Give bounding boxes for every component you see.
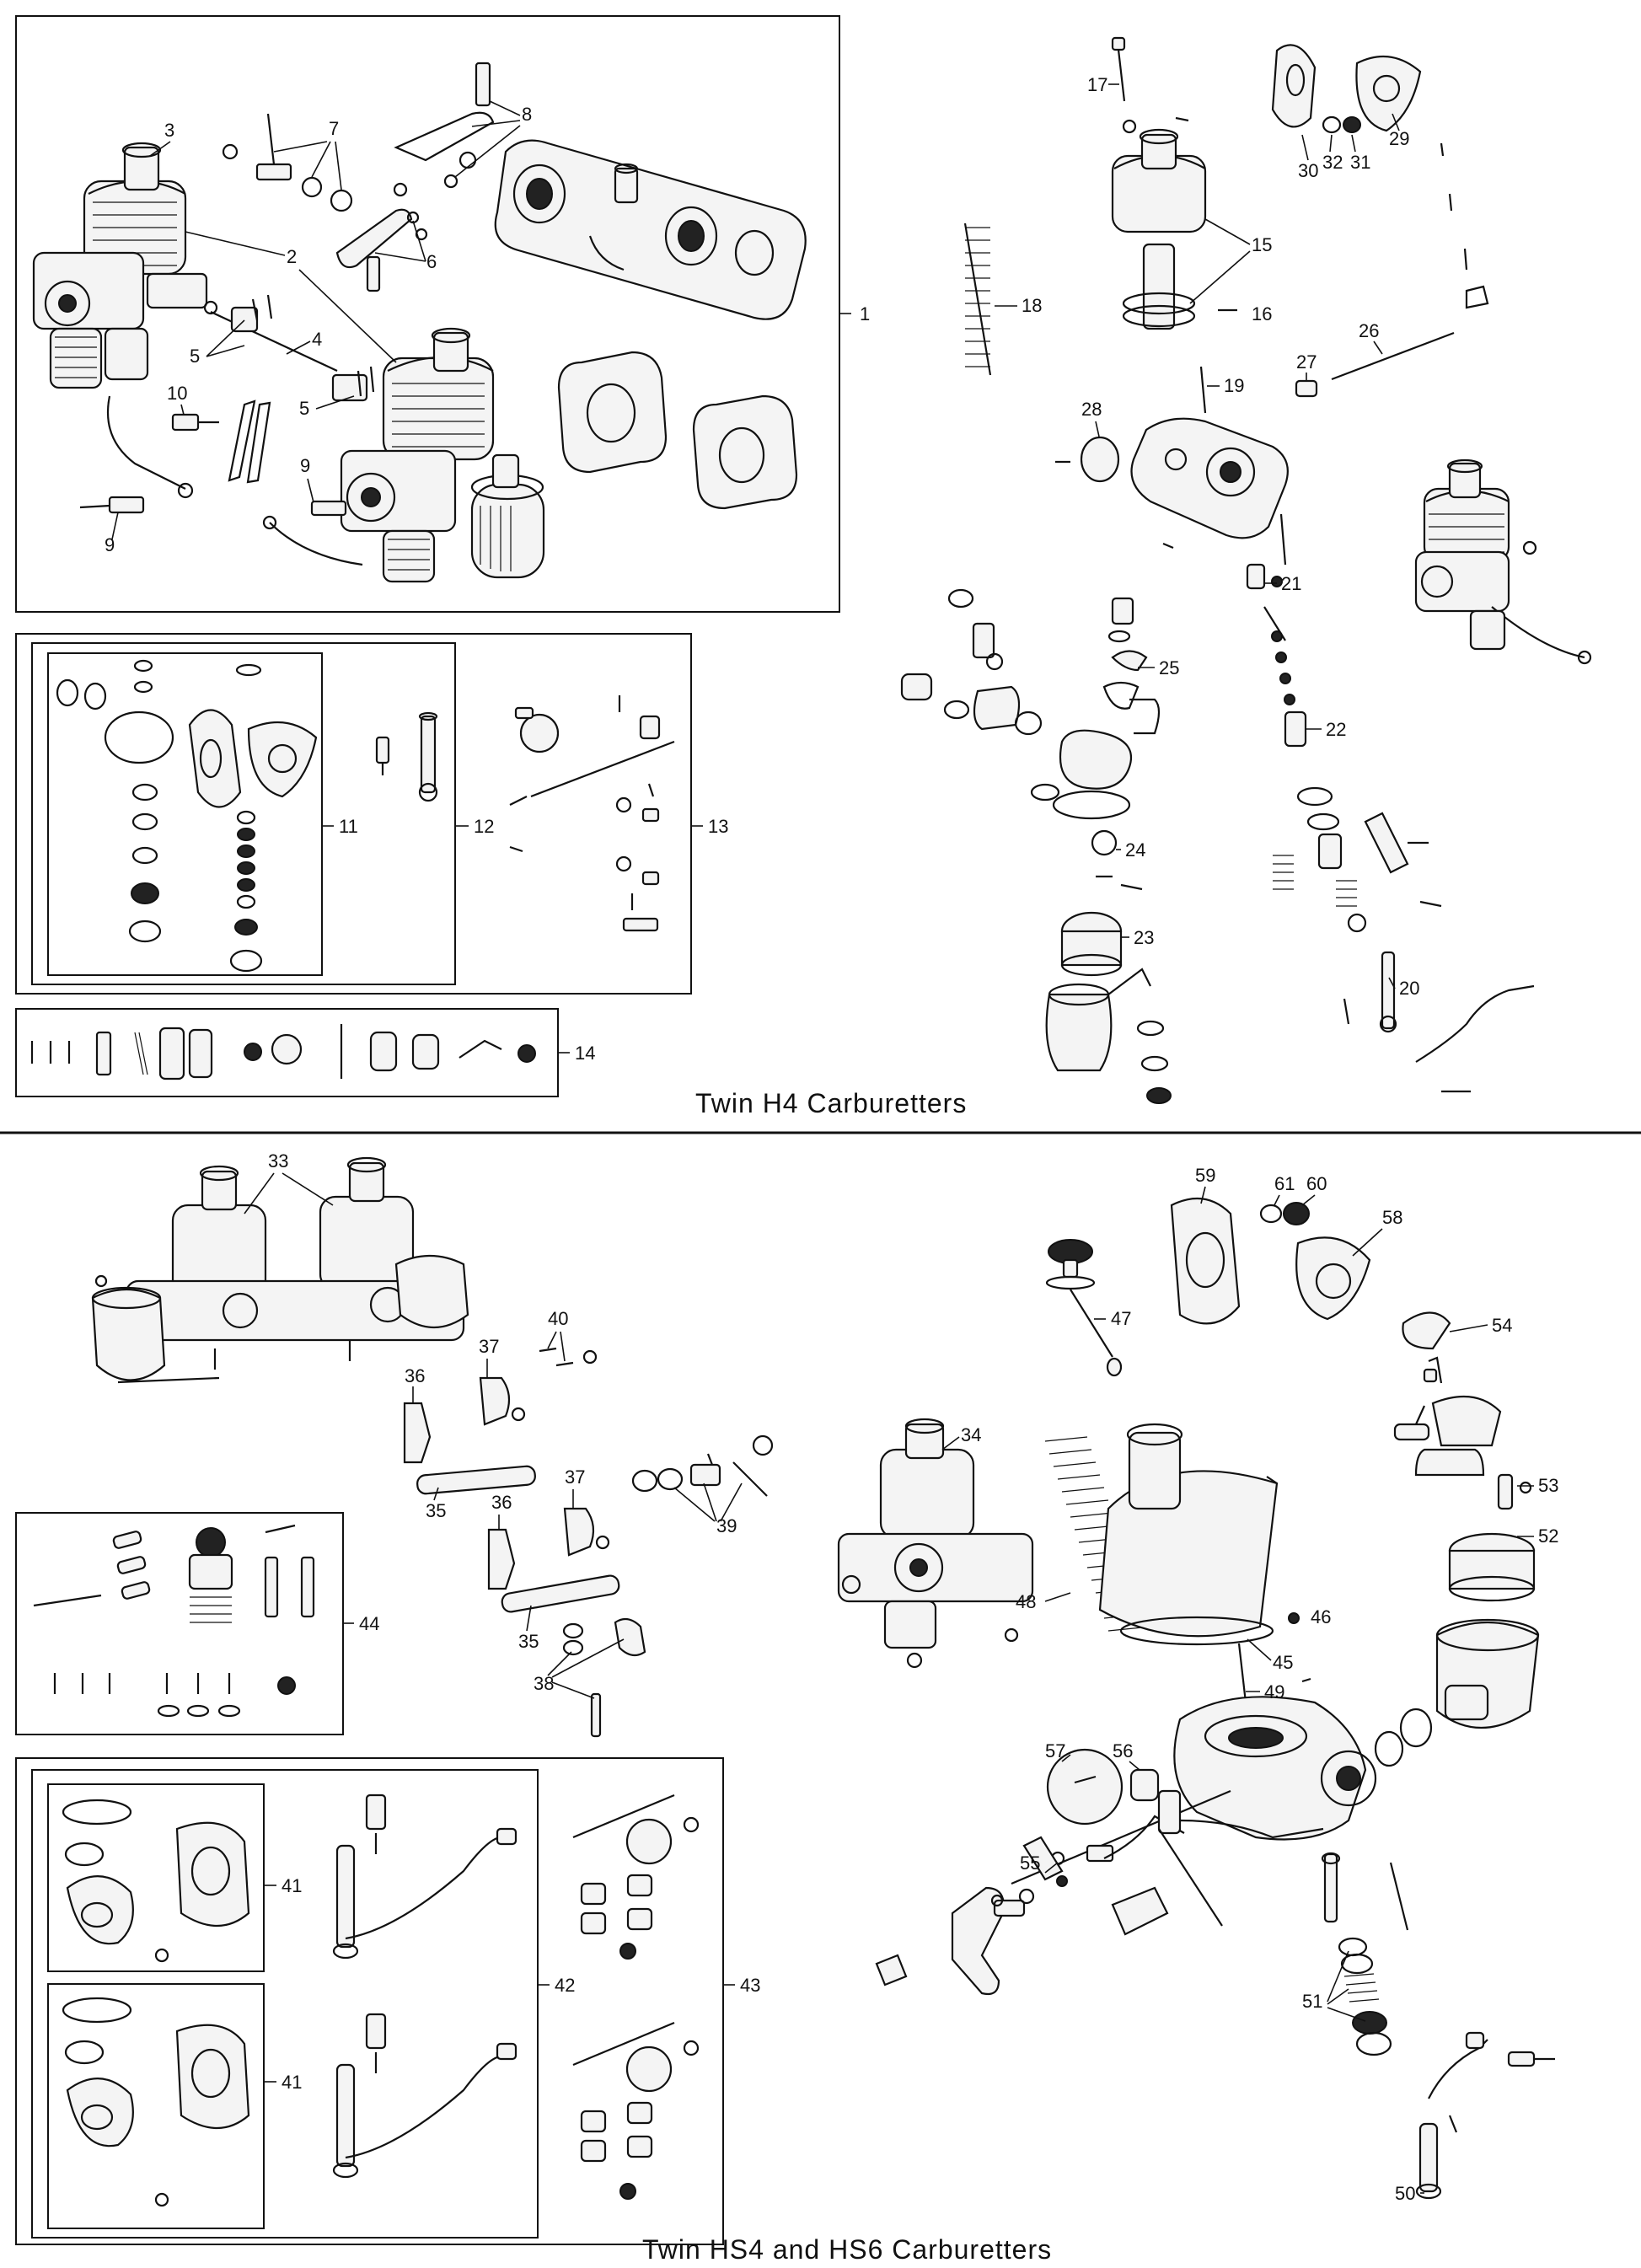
callout-9b: 9 bbox=[105, 534, 115, 555]
callout-5: 5 bbox=[190, 346, 200, 367]
callout-6: 6 bbox=[426, 251, 437, 272]
callout-3: 3 bbox=[164, 120, 174, 141]
callout-44: 44 bbox=[359, 1613, 379, 1634]
hs-carburettor-illustration bbox=[837, 1418, 1034, 1669]
callout-59: 59 bbox=[1195, 1165, 1215, 1186]
fixings-kit-14-illustration bbox=[30, 1024, 536, 1080]
callout-29: 29 bbox=[1389, 128, 1409, 149]
callout-9: 9 bbox=[300, 455, 310, 476]
callout-27: 27 bbox=[1296, 351, 1317, 373]
fixings-kit-44-illustration bbox=[33, 1524, 315, 1718]
callout-18: 18 bbox=[1022, 295, 1042, 316]
callout-17: 17 bbox=[1087, 74, 1107, 95]
callout-38: 38 bbox=[534, 1673, 554, 1694]
callout-37: 37 bbox=[479, 1336, 499, 1357]
twin-hs-carburettor-assembly-illustration bbox=[91, 1156, 469, 1384]
callout-20: 20 bbox=[1399, 978, 1419, 999]
title-twin-hs4-hs6: Twin HS4 and HS6 Carburetters bbox=[642, 2234, 1052, 2265]
callout-51: 51 bbox=[1302, 1991, 1322, 2012]
kit-box-41a bbox=[47, 1783, 265, 1972]
exploded-hs-carburettor-illustration bbox=[875, 1197, 1555, 2200]
callout-36b: 36 bbox=[491, 1492, 512, 1513]
callout-40: 40 bbox=[548, 1308, 568, 1329]
callout-35b: 35 bbox=[518, 1631, 539, 1652]
callout-56: 56 bbox=[1113, 1740, 1133, 1761]
callout-33: 33 bbox=[268, 1150, 288, 1172]
callout-11: 11 bbox=[339, 816, 358, 837]
callout-13: 13 bbox=[708, 816, 728, 837]
callout-43: 43 bbox=[740, 1975, 760, 1996]
linkage-parts-illustration bbox=[403, 1347, 774, 1738]
callout-50: 50 bbox=[1395, 2183, 1415, 2204]
callout-49: 49 bbox=[1264, 1681, 1284, 1702]
callout-30: 30 bbox=[1298, 160, 1318, 181]
callout-35: 35 bbox=[426, 1500, 446, 1521]
gasket-kit-11-illustration bbox=[56, 659, 318, 973]
callout-4: 4 bbox=[312, 329, 322, 350]
callout-24: 24 bbox=[1125, 839, 1145, 861]
callout-31: 31 bbox=[1350, 152, 1370, 173]
callout-1: 1 bbox=[860, 303, 870, 324]
kit-box-13 bbox=[15, 633, 692, 995]
callout-37b: 37 bbox=[565, 1466, 585, 1488]
kit-box-42 bbox=[31, 1769, 539, 2239]
carburettor-left-illustration bbox=[32, 142, 218, 499]
callout-19: 19 bbox=[1224, 375, 1244, 396]
callout-7: 7 bbox=[329, 118, 339, 139]
intake-manifold-illustration bbox=[494, 139, 807, 320]
spindle-kit-13-illustration bbox=[509, 695, 675, 932]
spindle-kit-43-illustration bbox=[572, 1793, 700, 2200]
kit-box-11 bbox=[47, 652, 323, 976]
callout-47: 47 bbox=[1111, 1308, 1131, 1329]
small-parts-illustration bbox=[79, 62, 495, 517]
callout-12: 12 bbox=[474, 816, 494, 837]
title-twin-h4: Twin H4 Carburetters bbox=[695, 1088, 967, 1118]
callout-45: 45 bbox=[1273, 1652, 1293, 1673]
callout-22: 22 bbox=[1326, 719, 1346, 740]
kit-box-12 bbox=[31, 642, 456, 985]
gasket-kit-41-illustration bbox=[62, 1799, 250, 2207]
carburettor-right-illustration bbox=[262, 327, 545, 583]
throttle-spindle-illustration bbox=[210, 306, 368, 484]
callout-53: 53 bbox=[1538, 1475, 1558, 1496]
callout-55: 55 bbox=[1020, 1852, 1040, 1874]
callout-14: 14 bbox=[575, 1043, 595, 1064]
callout-39: 39 bbox=[716, 1515, 737, 1536]
manifold-gaskets-illustration bbox=[557, 351, 798, 510]
callout-23: 23 bbox=[1134, 927, 1154, 948]
callout-2: 2 bbox=[287, 246, 297, 267]
callout-61: 61 bbox=[1274, 1173, 1295, 1194]
jet-assembly-kit-42-illustration bbox=[332, 1793, 518, 2179]
callout-28: 28 bbox=[1081, 399, 1102, 420]
kit-box-44 bbox=[15, 1512, 344, 1735]
callout-26: 26 bbox=[1359, 320, 1379, 341]
jet-kit-12-illustration bbox=[375, 711, 438, 802]
callout-10: 10 bbox=[167, 383, 187, 404]
exploded-h4-carburettor-illustration bbox=[900, 36, 1592, 1104]
callout-34: 34 bbox=[961, 1424, 981, 1445]
callout-5b: 5 bbox=[299, 398, 309, 419]
callout-60: 60 bbox=[1306, 1173, 1327, 1194]
callout-41: 41 bbox=[282, 1875, 302, 1896]
callout-52: 52 bbox=[1538, 1525, 1558, 1547]
kit-box-41b bbox=[47, 1983, 265, 2229]
callout-41b: 41 bbox=[282, 2072, 302, 2093]
callout-57: 57 bbox=[1045, 1740, 1065, 1761]
callout-32: 32 bbox=[1322, 152, 1343, 173]
callout-54: 54 bbox=[1492, 1315, 1512, 1336]
callout-16: 16 bbox=[1252, 303, 1272, 324]
callout-48: 48 bbox=[1016, 1591, 1036, 1612]
callout-21: 21 bbox=[1281, 573, 1301, 594]
callout-36: 36 bbox=[405, 1365, 425, 1386]
callout-42: 42 bbox=[555, 1975, 575, 1996]
kit-box-43 bbox=[15, 1757, 724, 2245]
callout-58: 58 bbox=[1382, 1207, 1402, 1228]
callout-46: 46 bbox=[1311, 1606, 1331, 1627]
callout-15: 15 bbox=[1252, 234, 1272, 255]
callout-25: 25 bbox=[1159, 657, 1179, 678]
callout-8: 8 bbox=[522, 104, 532, 125]
